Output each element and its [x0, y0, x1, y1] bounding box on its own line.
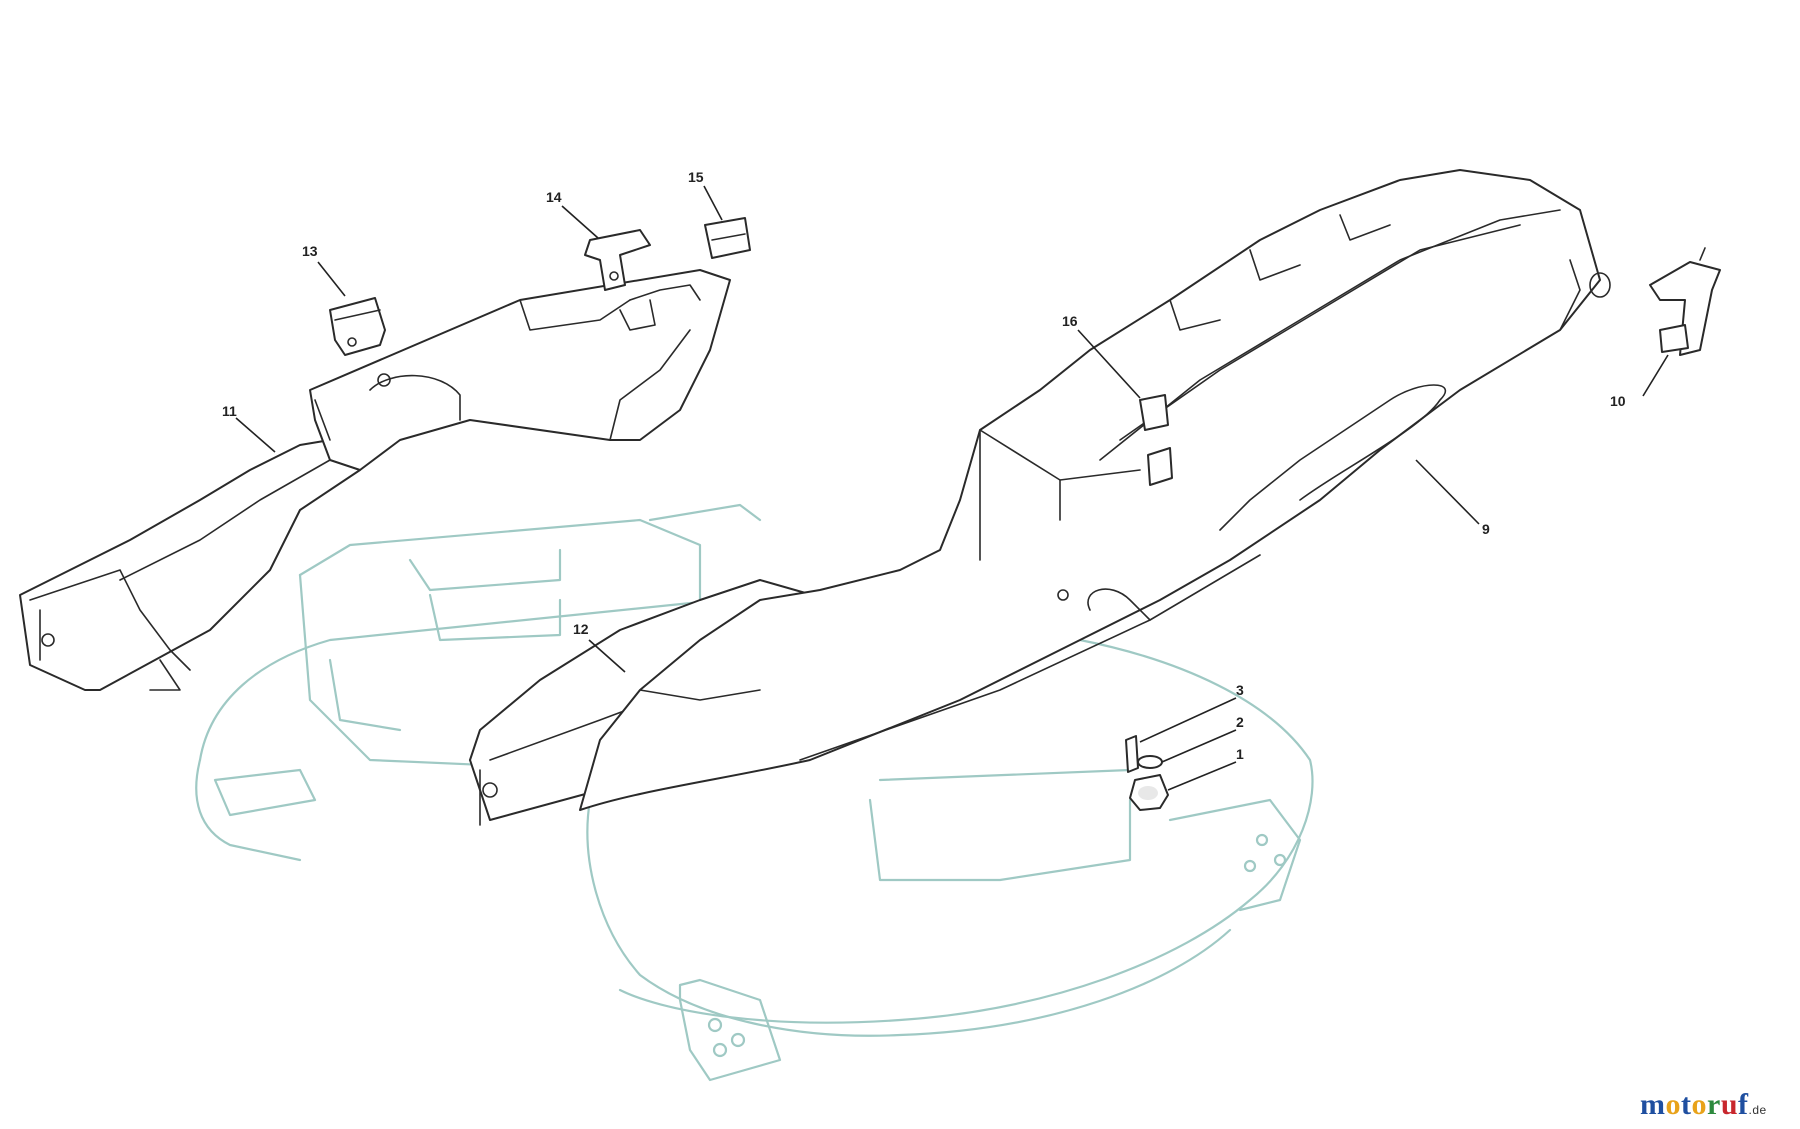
callout-3: 3 [1236, 682, 1244, 698]
parts-1-2-3-fasteners [1125, 735, 1169, 811]
logo-suffix: .de [1748, 1103, 1767, 1117]
logo-letter: f [1738, 1088, 1749, 1121]
logo-wordmark: motoruf [1640, 1088, 1749, 1121]
callout-10: 10 [1610, 393, 1626, 409]
leader-lines [235, 185, 1669, 791]
part-15-bracket [704, 217, 751, 259]
part-10-bracket [1649, 247, 1721, 356]
part-14-bracket [584, 229, 651, 291]
callout-13: 13 [302, 243, 318, 259]
callout-1: 1 [1236, 746, 1244, 762]
logo-letter: r [1707, 1088, 1721, 1121]
callout-2: 2 [1236, 714, 1244, 730]
callout-14: 14 [546, 189, 562, 205]
logo-letter: m [1640, 1088, 1666, 1121]
callout-labels: 1 2 3 9 10 11 12 13 14 15 16 [222, 169, 1626, 762]
callout-15: 15 [688, 169, 704, 185]
motoruf-logo: motoruf.de [1640, 1088, 1767, 1122]
logo-letter: u [1720, 1088, 1739, 1121]
part-13-bracket [329, 297, 386, 356]
part-11-left-chute [19, 439, 361, 691]
part-9-rear-duct [579, 169, 1611, 811]
callout-9: 9 [1482, 521, 1490, 537]
callout-12: 12 [573, 621, 589, 637]
part-11-upper-duct [309, 269, 731, 471]
callout-11: 11 [222, 403, 237, 419]
logo-letter: t [1681, 1088, 1692, 1121]
logo-letter: o [1691, 1088, 1707, 1121]
part-16-bracket [1139, 394, 1173, 486]
callout-16: 16 [1062, 313, 1078, 329]
logo-letter: o [1665, 1088, 1681, 1121]
